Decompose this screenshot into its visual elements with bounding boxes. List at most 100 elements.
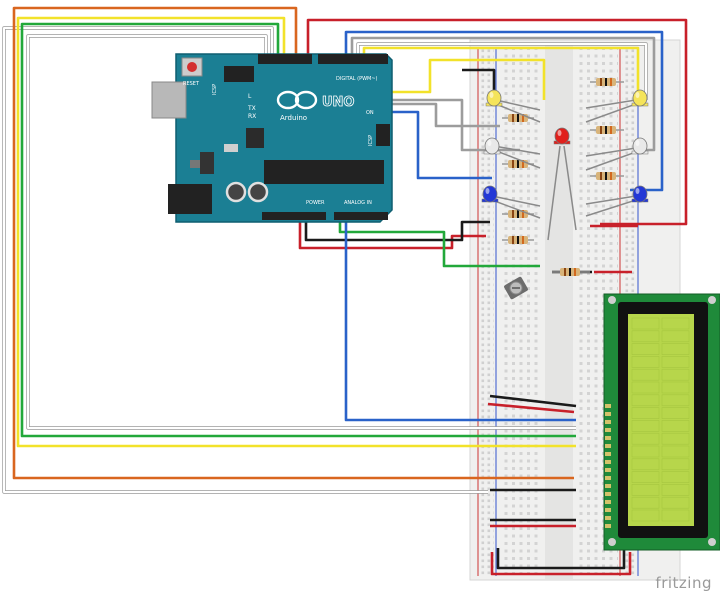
arduino-logo: Arduino UNO [276, 90, 355, 122]
l-label: L [248, 93, 252, 100]
potentiometer [504, 276, 528, 300]
lcd-cell [631, 356, 660, 368]
lcd-pin [605, 412, 611, 416]
capacitor-1 [225, 181, 247, 203]
atmega-chip [264, 160, 384, 184]
arduino-board: RESET ICSP DIGITAL (PWM~) L TX RX Arduin… [151, 53, 393, 223]
lcd-cell [661, 330, 690, 343]
resistor [502, 114, 534, 122]
wire-red-bottom [490, 552, 632, 576]
lcd-pin [605, 524, 611, 528]
icsp-label: ICSP [212, 84, 218, 95]
lcd-cell [661, 343, 690, 355]
white-led-right [631, 137, 649, 155]
arduino-brand: Arduino [280, 114, 307, 122]
digital-header [258, 54, 312, 64]
lcd-pin [605, 460, 611, 464]
tx-label: TX [247, 105, 256, 112]
lcd-cell [661, 420, 690, 432]
lcd-cell [661, 432, 690, 445]
power-jack [168, 184, 212, 214]
rx-label: RX [248, 113, 256, 120]
wire-yellow-right [362, 46, 640, 96]
wire-black-bottom [496, 548, 626, 570]
lcd-pin [605, 420, 611, 424]
lcd-cell [631, 343, 660, 355]
resistor [590, 172, 624, 180]
resistor [552, 268, 590, 276]
lcd-cell [631, 509, 660, 522]
lcd-display [603, 293, 720, 551]
lcd-pin [605, 444, 611, 448]
wire-gray-top [350, 36, 656, 152]
power-header [262, 212, 326, 220]
analog-header [334, 212, 388, 220]
resistor [590, 126, 624, 134]
wire-green-left [20, 22, 576, 438]
lcd-pin [605, 436, 611, 440]
wire-black-power [304, 214, 490, 242]
analog-label: ANALOG IN [344, 200, 372, 206]
reset-label: RESET [183, 81, 200, 87]
lcd-cell [661, 407, 690, 419]
wire-red-short-1 [487, 402, 575, 414]
lcd-cell [661, 317, 690, 330]
fritzing-watermark: fritzing [655, 574, 712, 592]
lcd-pin [605, 492, 611, 496]
blue-led-right [631, 185, 649, 203]
power-label: POWER [306, 200, 325, 206]
lcd-pin [605, 508, 611, 512]
wire-white-inner [26, 34, 576, 430]
lcd-cell [661, 484, 690, 496]
resistor [502, 236, 534, 244]
resistors [502, 78, 624, 276]
resistor [590, 78, 624, 86]
wire-gray-led [372, 102, 500, 128]
lcd-character-cells [631, 317, 690, 522]
lcd-pin [605, 452, 611, 456]
lcd-cell [631, 445, 660, 458]
lcd-cell [631, 484, 660, 496]
wire-red-top [306, 18, 688, 226]
lcd-cell [631, 317, 660, 330]
leds [481, 89, 649, 241]
lcd-pin [605, 468, 611, 472]
lcd-pin [605, 484, 611, 488]
lcd-cell [631, 394, 660, 407]
lcd-cell [631, 368, 660, 381]
wire-white-outer [2, 26, 488, 494]
lcd-pin [605, 516, 611, 520]
arduino-model: UNO [322, 95, 355, 110]
lcd-cell [661, 509, 690, 522]
lcd-cell [631, 381, 660, 394]
lcd-cell [631, 458, 660, 471]
white-led-left [483, 137, 501, 155]
digital-label: DIGITAL (PWM~) [336, 76, 378, 82]
wire-orange [12, 6, 574, 480]
lcd-cell [631, 496, 660, 509]
lcd-cell [631, 407, 660, 419]
wire-black-short-1 [489, 394, 577, 408]
lcd-cell [661, 381, 690, 394]
lcd-cell [631, 471, 660, 483]
lcd-cell [661, 356, 690, 368]
wire-blue-led [372, 110, 492, 180]
lcd-pin [605, 500, 611, 504]
wire-blue-lcd [344, 214, 576, 422]
yellow-led-left [485, 89, 503, 107]
wire-red-power [298, 214, 486, 250]
icsp2-label: ICSP [368, 135, 374, 146]
lcd-pins [605, 404, 611, 528]
lcd-screen [628, 314, 694, 526]
lcd-cell [631, 420, 660, 432]
lcd-cell [661, 458, 690, 471]
lcd-cell [661, 496, 690, 509]
red-led [553, 127, 571, 145]
wire-green-pot [338, 214, 540, 268]
wire-yellow-left [16, 16, 576, 448]
lcd-cell [661, 394, 690, 407]
lcd-cell [631, 330, 660, 343]
lcd-pin [605, 476, 611, 480]
lcd-cell [661, 368, 690, 381]
